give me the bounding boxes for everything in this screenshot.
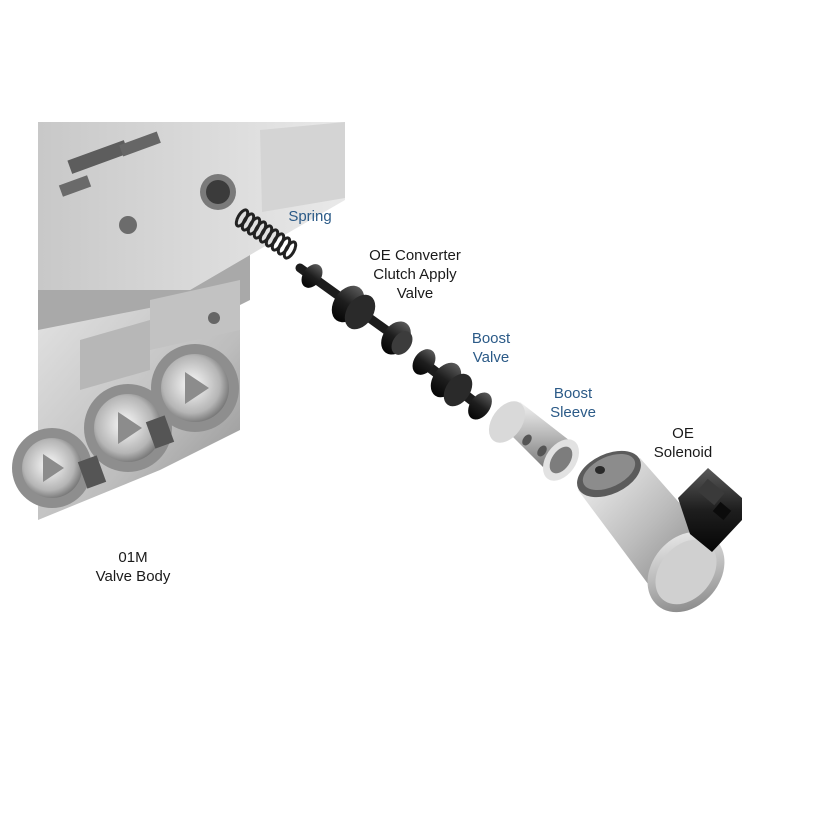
solenoid-label-line-1: OE — [672, 425, 694, 442]
valve-body-label: 01M Valve Body — [80, 548, 186, 586]
valve-body-label-line-2: Valve Body — [95, 568, 171, 585]
converter-valve-label-line-1: OE Converter — [369, 247, 461, 264]
converter-valve-label-line-3: Valve — [396, 285, 434, 302]
converter-valve-label: OE Converter Clutch Apply Valve — [355, 246, 475, 303]
boost-sleeve-label: Boost Sleeve — [540, 384, 606, 422]
boost-valve-label: Boost Valve — [458, 329, 524, 367]
spring-image — [234, 208, 298, 260]
boost-sleeve-label-line-1: Boost — [553, 385, 593, 402]
solenoid-image — [577, 450, 742, 613]
boost-sleeve-label-line-2: Sleeve — [550, 404, 596, 421]
valve-body-image — [12, 122, 345, 520]
spring-label-line: Spring — [288, 208, 332, 225]
solenoid-label: OE Solenoid — [645, 424, 721, 462]
converter-valve-image — [295, 263, 413, 355]
boost-valve-label-line-2: Valve — [472, 349, 510, 366]
boost-valve-label-line-1: Boost — [471, 330, 511, 347]
spring-label: Spring — [278, 207, 342, 226]
valve-body-label-line-1: 01M — [118, 549, 148, 566]
solenoid-label-line-2: Solenoid — [653, 444, 713, 461]
converter-valve-label-line-2: Clutch Apply — [373, 266, 457, 283]
boost-sleeve-image — [488, 401, 580, 481]
boost-valve-image — [412, 349, 492, 420]
